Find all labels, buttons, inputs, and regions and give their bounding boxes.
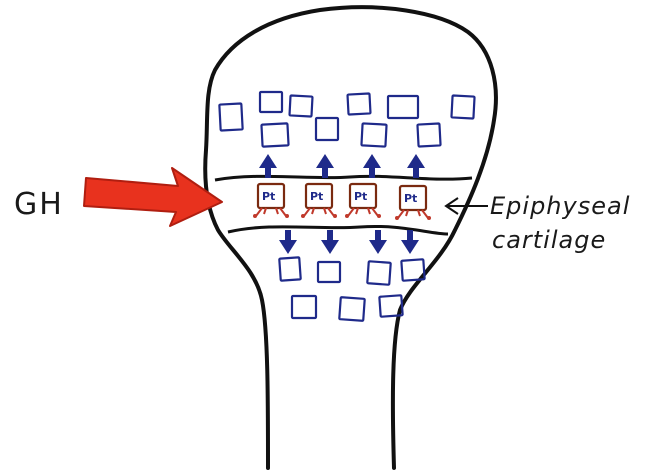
structure-label-line1: Epiphyseal [490, 192, 630, 220]
up-arrow-icon [316, 154, 334, 178]
diaphysis-cell [367, 261, 390, 284]
epiphysis-cell [417, 123, 440, 146]
epiphysis-cell [289, 95, 312, 116]
down-arrow-icon [401, 230, 419, 254]
cartilage-upper-line [215, 176, 472, 180]
diaphysis-cell [279, 257, 300, 280]
epiphysis-cell [219, 103, 242, 130]
chondrocyte-cell: Pt [253, 184, 289, 218]
epiphysis-cell [260, 92, 282, 112]
chondrocyte-label: Pt [354, 190, 367, 203]
chondrocyte-label: Pt [404, 192, 417, 205]
up-arrow-icon [363, 154, 381, 178]
up-arrow-icon [407, 154, 425, 178]
down-arrow-icon [321, 230, 339, 254]
cartilage-lower-line [228, 226, 448, 234]
upper-cell-group [219, 92, 474, 147]
epiphysis-cell [388, 96, 418, 118]
diaphysis-cell [318, 262, 340, 282]
hormone-label: GH [14, 187, 64, 222]
down-arrow-group [279, 230, 419, 254]
up-arrow-icon [259, 154, 277, 178]
up-arrow-group [259, 154, 425, 178]
chondrocyte-group: Pt Pt Pt Pt [253, 184, 431, 220]
down-arrow-icon [369, 230, 387, 254]
epiphysis-cell [347, 93, 370, 114]
bone-outline [205, 7, 496, 468]
epiphysis-cell [261, 123, 288, 146]
diaphysis-cell [339, 297, 364, 321]
right-arrow-icon [84, 168, 222, 226]
chondrocyte-cell: Pt [395, 186, 431, 220]
epiphysis-cell [316, 118, 338, 140]
lower-cell-group [279, 257, 424, 320]
down-arrow-icon [279, 230, 297, 254]
epiphysis-cell [451, 95, 474, 118]
structure-label-line2: cartilage [492, 226, 606, 254]
chondrocyte-label: Pt [262, 190, 275, 203]
epiphysis-cell [361, 123, 386, 146]
chondrocyte-cell: Pt [301, 184, 337, 218]
chondrocyte-label: Pt [310, 190, 323, 203]
diaphysis-cell [292, 296, 316, 318]
chondrocyte-cell: Pt [345, 184, 381, 218]
